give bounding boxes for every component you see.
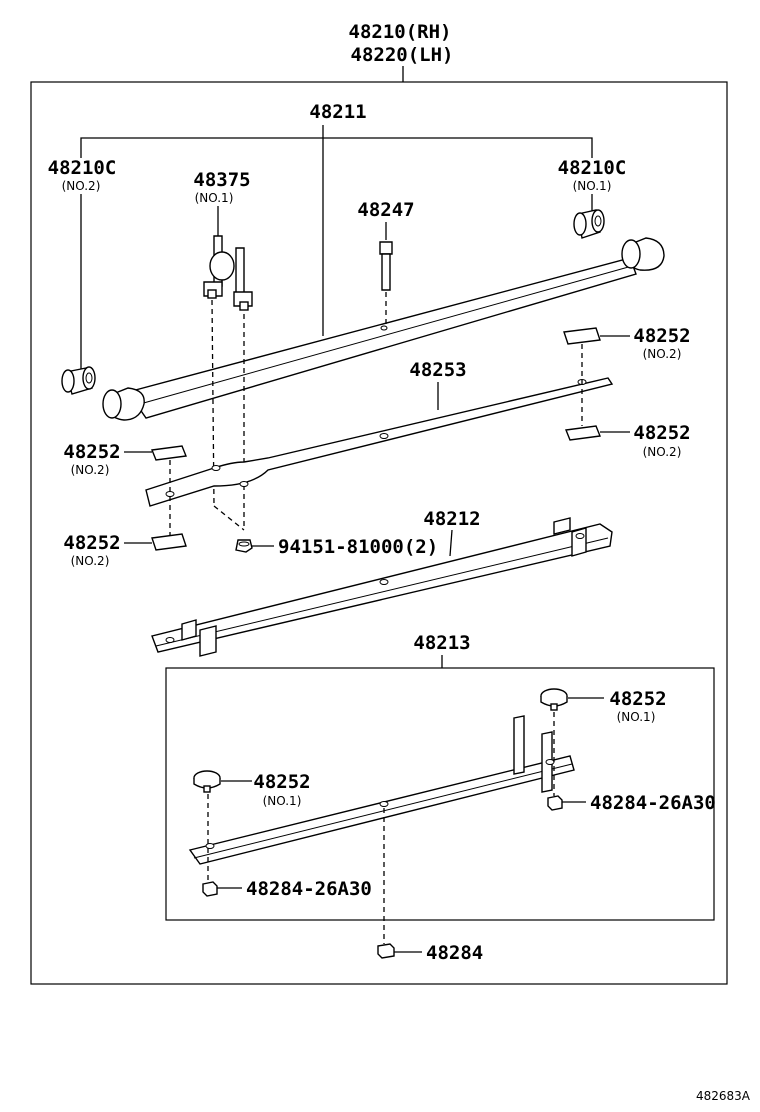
label-nut-right: 48284-26A30 bbox=[590, 792, 716, 814]
insert-lower-left-shape bbox=[151, 533, 187, 551]
nut-left bbox=[202, 881, 218, 897]
frame-48213 bbox=[165, 667, 715, 921]
insert-upper-right-shape bbox=[563, 327, 601, 345]
leaf-48212 bbox=[151, 517, 613, 657]
stopper-left bbox=[193, 770, 221, 793]
label-48211: 48211 bbox=[309, 101, 366, 123]
note-48252-upper-left: (NO.2) bbox=[71, 463, 110, 477]
leader-48212 bbox=[449, 529, 453, 557]
label-94151: 94151-81000(2) bbox=[278, 536, 438, 558]
note-48252-lower-left: (NO.2) bbox=[71, 554, 110, 568]
label-nut-left: 48284-26A30 bbox=[246, 878, 372, 900]
note-48252-stopper-left: (NO.1) bbox=[263, 794, 302, 808]
label-48375: 48375 bbox=[193, 169, 250, 191]
title-rh: 48210(RH) bbox=[349, 21, 452, 43]
label-48252-upper-left: 48252 bbox=[63, 441, 120, 463]
stopper-right bbox=[540, 688, 568, 711]
label-48252-lower-left: 48252 bbox=[63, 532, 120, 554]
nut-right bbox=[547, 795, 563, 811]
leaf-48213 bbox=[188, 715, 575, 865]
leaf-48253 bbox=[145, 377, 614, 507]
nut-center bbox=[377, 943, 395, 959]
bolt-94151 bbox=[235, 539, 253, 553]
note-48252-lower-right: (NO.2) bbox=[643, 445, 682, 459]
insert-upper-left-shape bbox=[151, 445, 187, 461]
title-lh: 48220(LH) bbox=[351, 44, 454, 66]
label-48252-stopper-left: 48252 bbox=[253, 771, 310, 793]
outer-frame bbox=[30, 81, 728, 985]
label-48252-upper-right: 48252 bbox=[633, 325, 690, 347]
label-nut-center: 48284 bbox=[426, 942, 483, 964]
bushing-left bbox=[61, 366, 96, 395]
label-48253: 48253 bbox=[409, 359, 466, 381]
label-48247: 48247 bbox=[357, 199, 414, 221]
label-48252-stopper-right: 48252 bbox=[609, 688, 666, 710]
note-48210c-right: (NO.1) bbox=[573, 179, 612, 193]
bushing-right bbox=[573, 209, 605, 239]
bracket-48211 bbox=[80, 137, 593, 158]
label-48252-lower-right: 48252 bbox=[633, 422, 690, 444]
label-48210c-left: 48210C bbox=[48, 157, 117, 179]
label-48210c-right: 48210C bbox=[558, 157, 627, 179]
clip-48375 bbox=[203, 235, 253, 311]
center-bolt-48247 bbox=[379, 241, 393, 291]
note-48210c-left: (NO.2) bbox=[62, 179, 101, 193]
label-48212: 48212 bbox=[423, 508, 480, 530]
note-48252-stopper-right: (NO.1) bbox=[617, 710, 656, 724]
insert-lower-right-shape bbox=[565, 425, 601, 441]
label-48213: 48213 bbox=[413, 632, 470, 654]
main-leaf-48211 bbox=[102, 237, 665, 421]
note-48375: (NO.1) bbox=[195, 191, 234, 205]
note-48252-upper-right: (NO.2) bbox=[643, 347, 682, 361]
clip-path-lower bbox=[213, 505, 245, 531]
figure-id: 482683A bbox=[696, 1089, 751, 1103]
